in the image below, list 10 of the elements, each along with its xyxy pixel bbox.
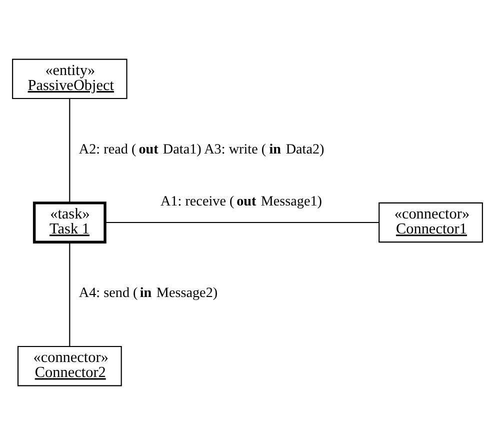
edge-label: A2: read (out Data1) A3: write (in Data2) (78, 140, 324, 157)
connector (69, 98, 70, 202)
connector (105, 221, 379, 223)
node-box: «entity» PassiveObject (12, 58, 128, 99)
edge-label: A1: receive (out Message1) (160, 193, 322, 210)
node-box: «task» Task 1 (32, 201, 106, 243)
node-box: «connector» Connector1 (378, 202, 483, 242)
connector (69, 242, 70, 346)
edge-label: A4: send (in Message2) (78, 284, 218, 300)
node-box: «connector» Connector2 (17, 345, 122, 386)
